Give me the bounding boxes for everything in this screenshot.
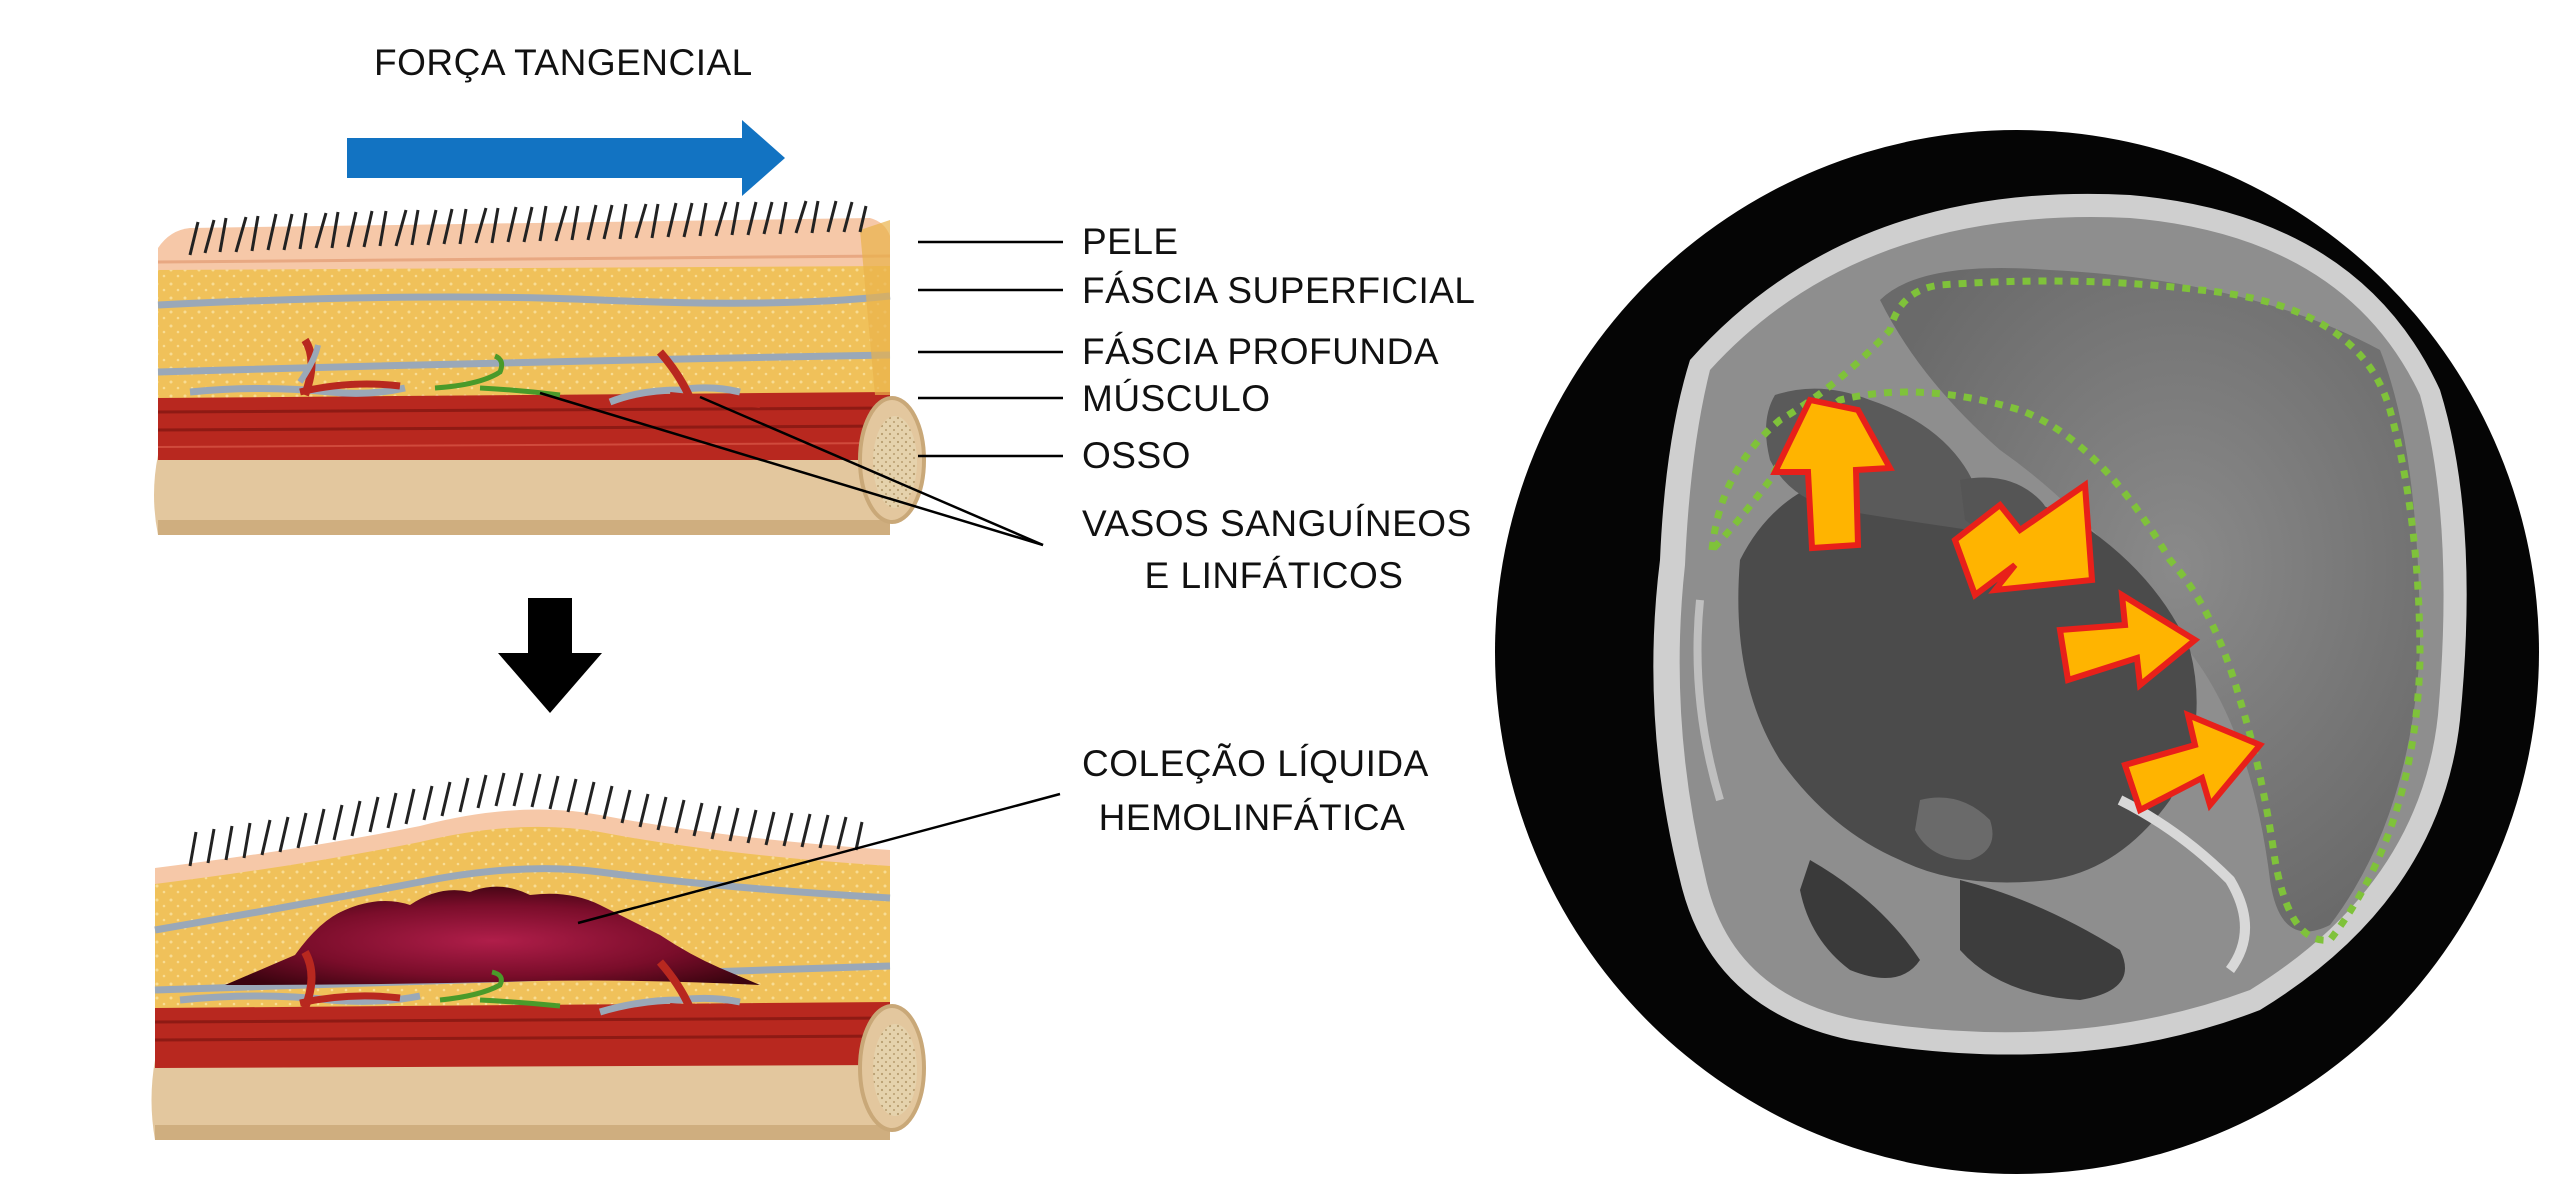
label-vasos-line1: VASOS SANGUÍNEOS (1082, 503, 1472, 544)
label-colecao-line2: HEMOLINFÁTICA (1098, 797, 1406, 838)
label-osso: OSSO (1082, 435, 1191, 476)
fluid-collection (225, 886, 760, 985)
down-arrow-icon (498, 598, 602, 713)
mri-image (1495, 130, 2539, 1174)
tissue-block-before (154, 200, 926, 535)
orange-arrow-icon-3 (2056, 589, 2201, 691)
tissue-block-after (151, 772, 926, 1140)
label-leader-lines (539, 240, 1063, 925)
label-musculo: MÚSCULO (1082, 378, 1271, 419)
label-fascia-profunda: FÁSCIA PROFUNDA (1082, 331, 1439, 372)
label-colecao-line1: COLEÇÃO LÍQUIDA (1082, 743, 1429, 784)
force-arrow-icon (347, 120, 785, 196)
orange-arrow-icon-1 (1770, 396, 1895, 552)
label-fascia-superficial: FÁSCIA SUPERFICIAL (1082, 270, 1476, 311)
orange-arrow-icon-2 (1951, 479, 2096, 600)
label-vasos-line2: E LINFÁTICOS (1144, 555, 1404, 596)
label-pele: PELE (1082, 221, 1179, 262)
title-label: FORÇA TANGENCIAL (374, 42, 753, 83)
orange-arrow-icon-4 (2121, 709, 2265, 815)
